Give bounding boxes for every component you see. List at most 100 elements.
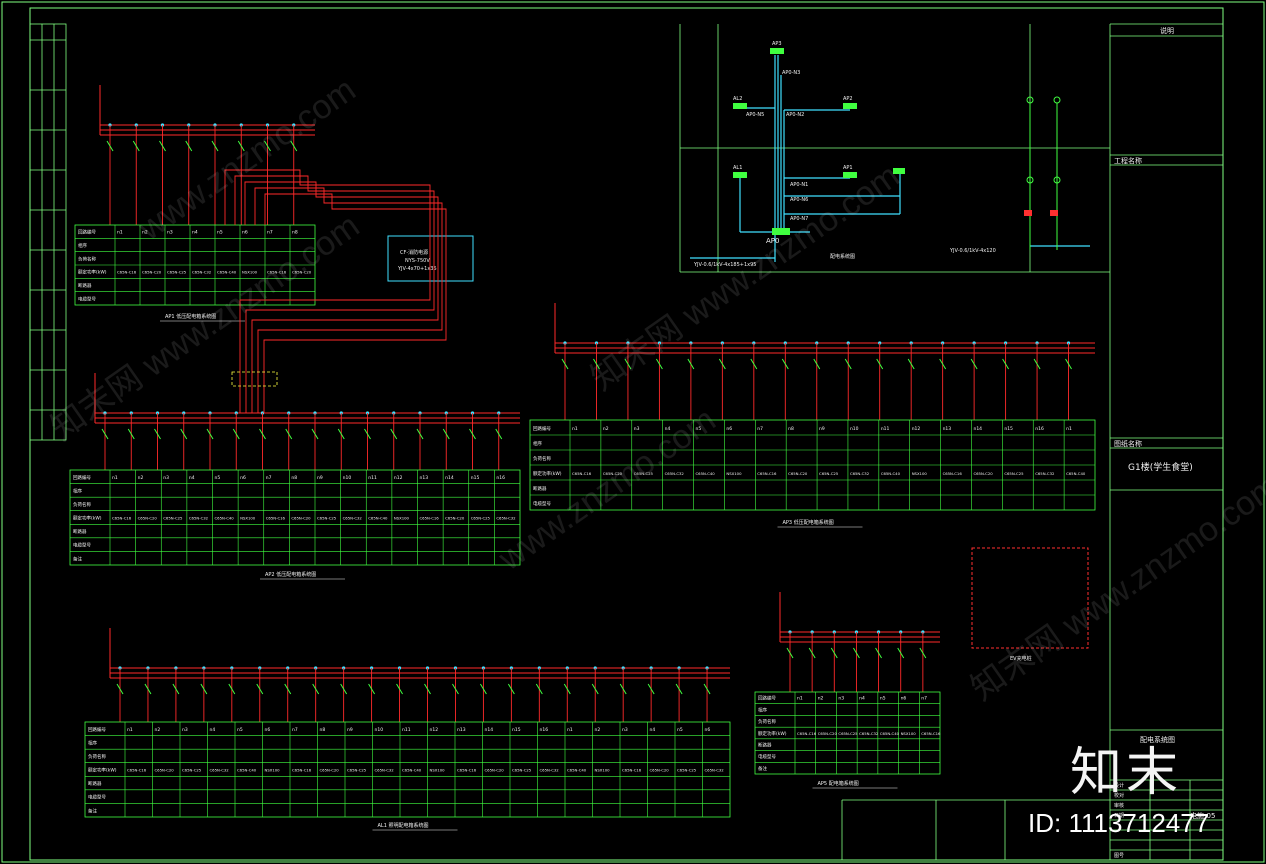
table-cell-breaker-AP3-6: C65N-C16 — [757, 471, 777, 476]
table-cell-code-AP2-5: n6 — [240, 475, 246, 481]
table-cell-code-AP5-4: n5 — [880, 696, 886, 702]
table-cell-breaker-AP3-4: C65N-C40 — [696, 471, 716, 476]
table-cell-code-AL1-8: n9 — [347, 727, 353, 733]
breaker-AP3-8 — [813, 358, 821, 370]
table-cell-code-AP2-4: n5 — [215, 475, 221, 481]
breaker-AP2-11 — [390, 428, 398, 440]
resource-id: ID: 1113712477 — [1028, 808, 1210, 838]
breaker-AP2-7 — [285, 428, 293, 440]
breaker-AP3-13 — [970, 358, 978, 370]
breaker-AL1-19 — [647, 683, 655, 695]
table-cell-breaker-AP3-5: NSX100 — [726, 471, 742, 476]
breaker-AL1-1 — [144, 683, 152, 695]
table-row-header-AP5-4: 断路器 — [758, 741, 772, 748]
table-cell-breaker-AP3-1: C65N-C20 — [603, 471, 623, 476]
table-cell-breaker-AP3-15: C65N-C32 — [1035, 471, 1055, 476]
table-cell-breaker-AP2-14: C65N-C25 — [471, 516, 491, 521]
table-cell-code-AP3-16: n1 — [1066, 426, 1072, 432]
breaker-AP3-5 — [718, 358, 726, 370]
table-frame-AL1 — [84, 721, 731, 818]
riser-label-ap0: AP0 — [766, 237, 779, 245]
table-cell-code-AP3-1: n2 — [603, 426, 609, 432]
table-cell-breaker-AL1-12: C65N-C16 — [457, 768, 477, 773]
table-cell-breaker-AP2-8: C65N-C25 — [317, 516, 337, 521]
system-diagram — [679, 24, 1110, 273]
breaker-AP3-12 — [939, 358, 947, 370]
table-cell-breaker-AP2-3: C65N-C32 — [189, 516, 209, 521]
table-cell-breaker-AL1-14: C65N-C25 — [512, 768, 532, 773]
table-cell-breaker-AP1-5: NSX100 — [242, 270, 258, 275]
ev-charger-box — [971, 547, 1089, 649]
table-row-header-AP2-6: 备注 — [73, 555, 82, 562]
table-row-header-AL1-4: 断路器 — [88, 780, 102, 787]
breaker-AP1-1 — [132, 140, 140, 152]
breaker-AP1-2 — [159, 140, 166, 152]
table-cell-code-AL1-14: n15 — [512, 727, 521, 733]
table-row-header-AP2-1: 相序 — [73, 487, 82, 494]
breaker-AP3-3 — [655, 358, 663, 370]
table-cell-code-AP5-5: n6 — [901, 696, 907, 702]
breaker-AL1-6 — [284, 683, 292, 695]
table-cell-code-AP3-3: n4 — [665, 426, 671, 432]
table-cell-breaker-AP3-8: C65N-C25 — [819, 471, 839, 476]
table-row-header-AP1-0: 回路编号 — [78, 229, 96, 236]
breaker-AL1-5 — [256, 683, 264, 695]
table-cell-code-AL1-15: n16 — [540, 727, 549, 733]
panel-caption-AP5: AP5 配电箱系统图 — [818, 780, 859, 787]
table-row-header-AP3-0: 回路编号 — [533, 425, 551, 432]
table-cell-breaker-AL1-19: C65N-C20 — [650, 768, 670, 773]
breaker-AP1-6 — [264, 140, 271, 152]
table-cell-code-AP2-0: n1 — [112, 475, 118, 481]
breaker-AL1-11 — [424, 683, 431, 695]
breaker-AL1-20 — [675, 683, 683, 695]
table-cell-breaker-AP5-6: C65N-C16 — [921, 731, 941, 736]
table-cell-breaker-AL1-3: C65N-C32 — [210, 768, 230, 773]
title-block-header: 说明 — [1160, 26, 1174, 35]
breaker-AP2-13 — [442, 428, 450, 440]
ats-switch-box — [231, 371, 278, 387]
table-frame-AP2 — [69, 469, 521, 566]
sheet-number: 电施-05 — [1190, 811, 1215, 820]
table-cell-code-AP3-9: n10 — [850, 426, 859, 432]
table-cell-code-AL1-17: n2 — [595, 727, 601, 733]
table-cell-code-AP1-2: n3 — [167, 230, 173, 236]
table-cell-breaker-AL1-15: C65N-C32 — [540, 768, 560, 773]
table-row-header-AP1-5: 电缆型号 — [78, 295, 96, 302]
table-cell-breaker-AP3-7: C65N-C20 — [788, 471, 808, 476]
table-cell-code-AL1-21: n6 — [705, 727, 711, 733]
feeder-route-4 — [263, 193, 447, 413]
table-cell-breaker-AP2-6: C65N-C16 — [266, 516, 286, 521]
table-cell-code-AP2-12: n13 — [420, 475, 429, 481]
table-cell-code-AL1-13: n14 — [485, 727, 494, 733]
panels-layer: 回路编号相序负荷名称额定功率(kW)断路器电缆型号n1C65N-C16n2C65… — [69, 85, 1096, 831]
table-cell-breaker-AL1-5: NSX100 — [265, 768, 281, 773]
table-row-header-AP3-4: 断路器 — [533, 485, 547, 492]
breaker-AL1-12 — [452, 683, 459, 695]
table-cell-code-AL1-1: n2 — [155, 727, 161, 733]
table-cell-code-AP2-13: n14 — [445, 475, 454, 481]
breaker-AP3-6 — [750, 358, 758, 370]
table-cell-code-AL1-5: n6 — [265, 727, 271, 733]
table-cell-code-AP2-1: n2 — [138, 475, 144, 481]
table-cell-breaker-AP2-12: C65N-C16 — [420, 516, 440, 521]
table-cell-code-AP1-3: n4 — [192, 230, 198, 236]
table-cell-breaker-AP3-0: C65N-C16 — [572, 471, 592, 476]
project-title: G1楼(学生食堂) — [1128, 461, 1193, 473]
breaker-AP2-12 — [416, 428, 424, 440]
breaker-AL1-21 — [703, 683, 711, 695]
riser-label-n6: AP0-N6 — [790, 197, 808, 203]
table-cell-breaker-AL1-11: NSX100 — [430, 768, 446, 773]
table-cell-breaker-AP1-1: C65N-C20 — [142, 270, 162, 275]
table-cell-breaker-AP2-10: C65N-C40 — [368, 516, 388, 521]
table-cell-breaker-AL1-17: NSX100 — [595, 768, 611, 773]
breaker-AP1-4 — [211, 140, 219, 152]
table-row-header-AP3-5: 电缆型号 — [533, 500, 551, 507]
breaker-AP5-3 — [852, 647, 860, 659]
table-cell-breaker-AP2-2: C65N-C25 — [163, 516, 183, 521]
table-cell-code-AP2-10: n11 — [368, 475, 377, 481]
riser-boxes — [733, 48, 905, 235]
table-cell-code-AP3-14: n15 — [1004, 426, 1013, 432]
breaker-AP1-5 — [237, 140, 245, 152]
breaker-AL1-8 — [340, 683, 348, 695]
table-cell-code-AP1-4: n5 — [217, 230, 223, 236]
